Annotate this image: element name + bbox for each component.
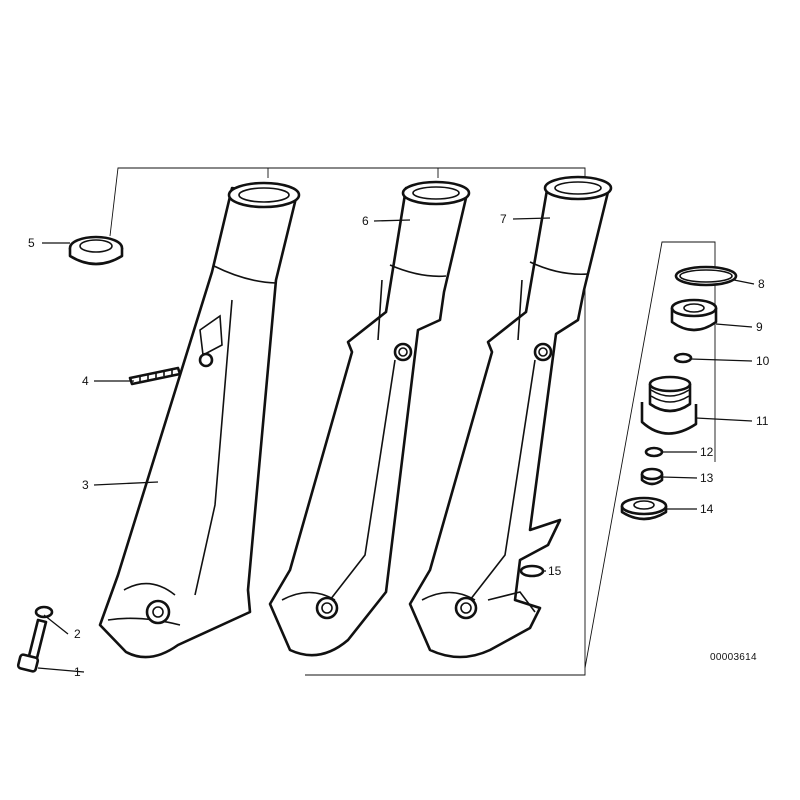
part-4-pin — [128, 366, 182, 386]
callout-4: 4 — [82, 374, 89, 388]
callout-3: 3 — [82, 478, 89, 492]
group-bracket-lines — [109, 167, 716, 676]
fork-slider-3 — [98, 181, 301, 659]
leader-lines — [37, 217, 755, 673]
callout-11: 11 — [756, 414, 769, 428]
callout-7: 7 — [500, 212, 507, 226]
callout-10: 10 — [756, 354, 770, 368]
fork-slider-7 — [408, 175, 613, 659]
fork-slider-6 — [268, 180, 471, 657]
callout-14: 14 — [700, 502, 714, 516]
callout-15: 15 — [548, 564, 562, 578]
callout-6: 6 — [362, 214, 369, 228]
part-10-ring — [673, 352, 693, 364]
part-5-ring — [68, 235, 124, 266]
callout-1: 1 — [74, 665, 81, 679]
part-1-bolt — [16, 618, 48, 673]
part-15-o-ring — [519, 564, 545, 578]
callout-2: 2 — [74, 627, 81, 641]
part-9-bushing — [670, 298, 718, 332]
part-8-o-ring — [674, 265, 738, 287]
part-2-washer — [34, 605, 54, 619]
callout-labels: 1 2 3 4 5 6 7 8 9 10 11 12 13 14 15 — [28, 212, 770, 679]
part-13-nut — [640, 467, 664, 486]
part-12-washer — [644, 446, 664, 458]
callout-9: 9 — [756, 320, 763, 334]
callout-5: 5 — [28, 236, 35, 250]
callout-8: 8 — [758, 277, 765, 291]
diagram-reference-number: 00003614 — [710, 652, 757, 663]
callout-13: 13 — [700, 471, 714, 485]
callout-12: 12 — [700, 445, 714, 459]
part-14-cap — [620, 496, 668, 521]
part-11-threaded-plug — [640, 375, 698, 435]
